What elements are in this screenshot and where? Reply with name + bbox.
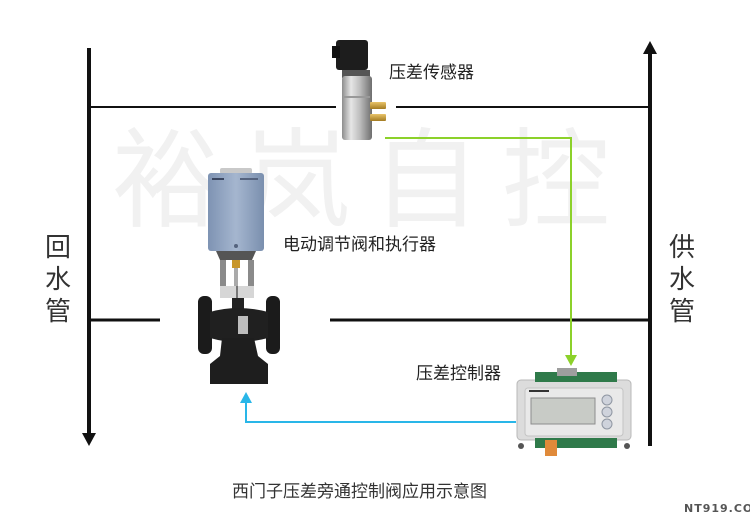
supply-pipe-label: 供 水 管 xyxy=(667,232,697,328)
return-pipe-char: 水 xyxy=(44,265,71,295)
supply-pipe-char: 水 xyxy=(668,265,695,295)
controller-label: 压差控制器 xyxy=(416,364,501,384)
site-watermark: NT919.COM xyxy=(684,502,750,515)
control-signal-line xyxy=(240,392,516,423)
arrow-down-icon xyxy=(565,355,577,366)
pressure-sensor-icon xyxy=(332,40,386,140)
sensor-signal-line xyxy=(385,137,577,366)
arrow-down-icon xyxy=(82,433,96,446)
arrow-up-icon xyxy=(643,41,657,54)
return-pipe-char: 管 xyxy=(44,297,71,327)
valve-label: 电动调节阀和执行器 xyxy=(283,235,436,255)
supply-pipe-char: 供 xyxy=(668,233,695,263)
supply-pipe-char: 管 xyxy=(668,297,695,327)
control-valve-icon xyxy=(198,168,280,384)
sensor-label: 压差传感器 xyxy=(389,63,474,83)
return-pipe xyxy=(82,48,96,446)
return-pipe-label: 回 水 管 xyxy=(43,232,73,328)
pressure-controller-icon xyxy=(516,368,632,456)
watermark: 裕岚自控 xyxy=(112,119,633,244)
diagram-caption: 西门子压差旁通控制阀应用示意图 xyxy=(232,482,487,502)
return-pipe-char: 回 xyxy=(44,233,71,263)
supply-pipe xyxy=(643,41,657,446)
arrow-up-icon xyxy=(240,392,252,403)
